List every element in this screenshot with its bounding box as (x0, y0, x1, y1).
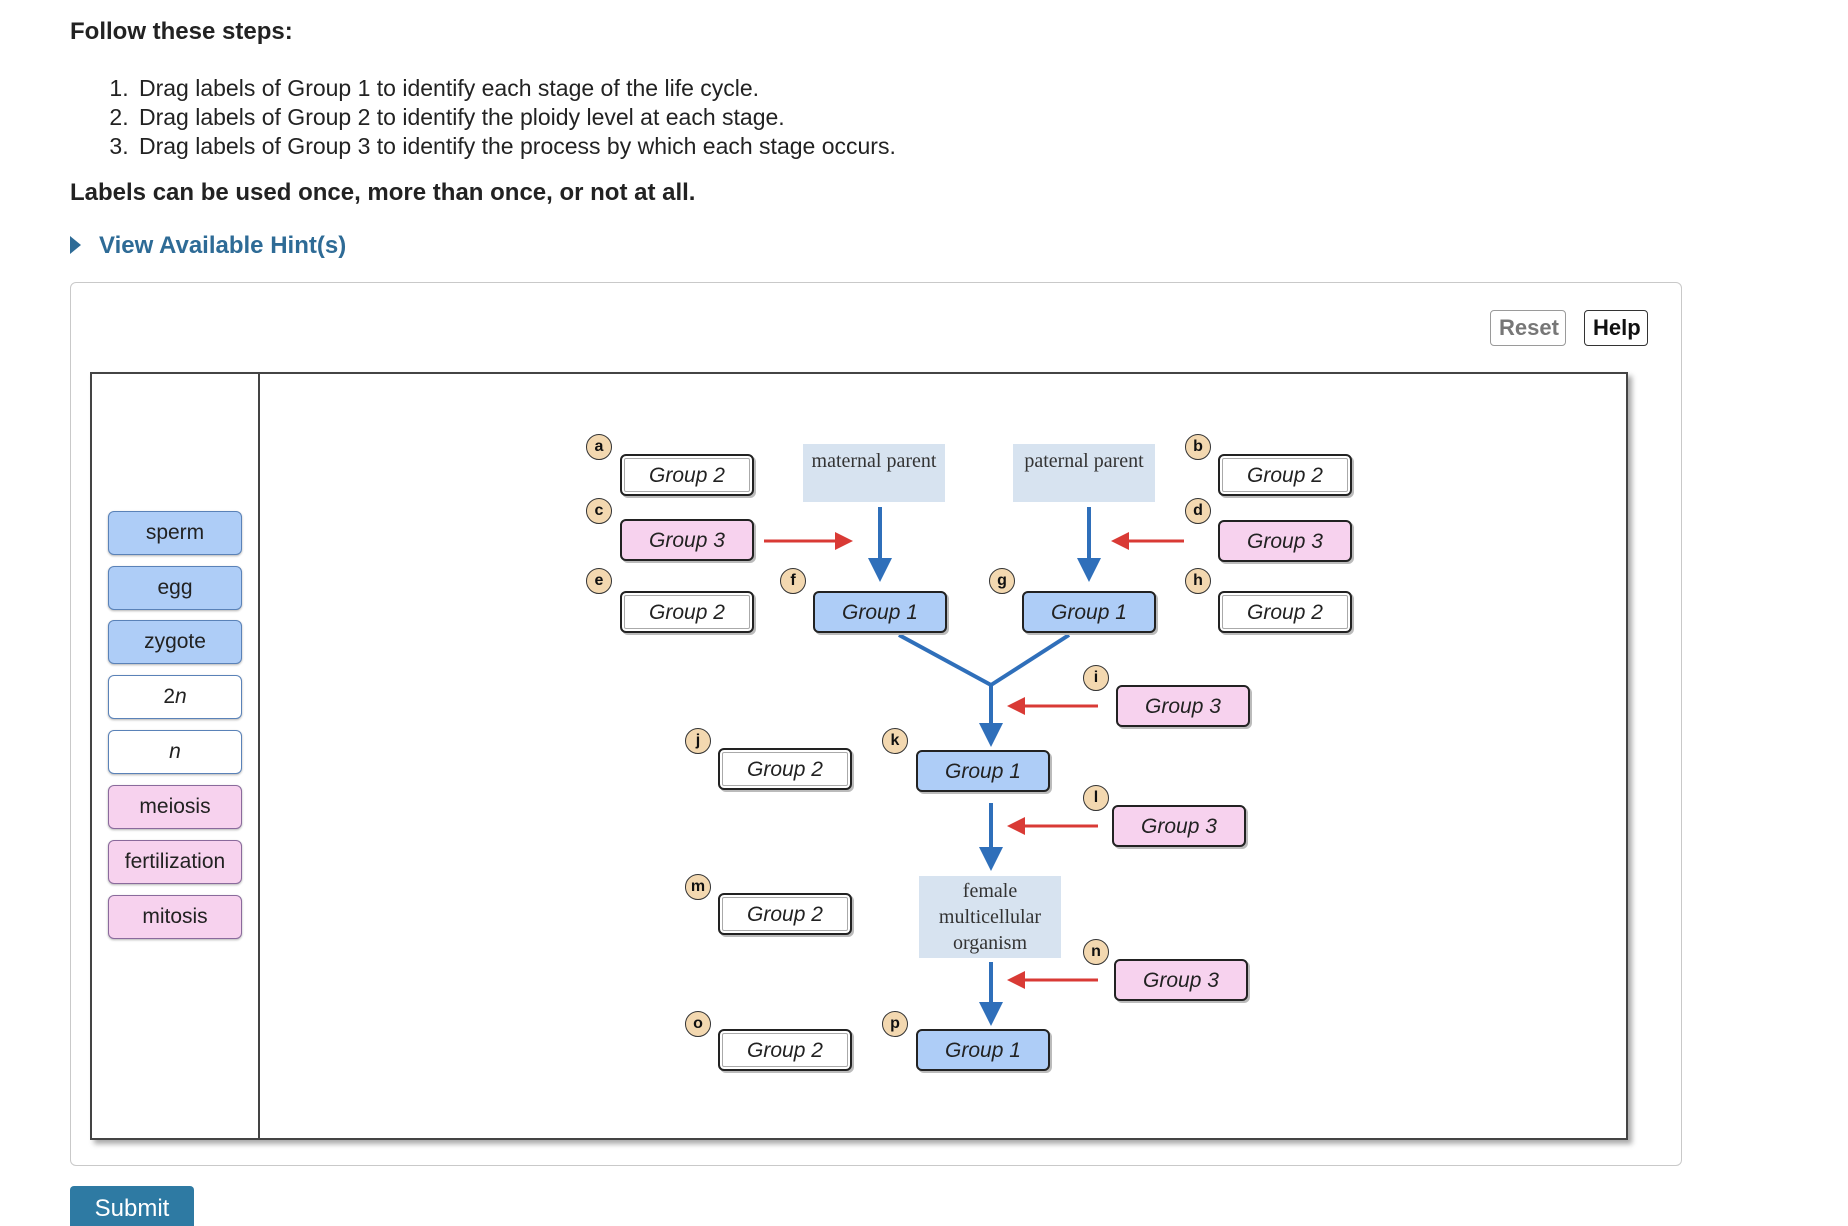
steps-list: Drag labels of Group 1 to identify each … (70, 74, 1570, 161)
target-e[interactable]: Group 2 (620, 591, 754, 633)
target-i[interactable]: Group 3 (1116, 685, 1250, 727)
target-j[interactable]: Group 2 (718, 748, 852, 790)
target-l[interactable]: Group 3 (1112, 805, 1246, 847)
target-m[interactable]: Group 2 (718, 893, 852, 935)
target-b[interactable]: Group 2 (1218, 454, 1352, 496)
badge-f: f (780, 568, 806, 594)
target-g[interactable]: Group 1 (1022, 591, 1156, 633)
target-n[interactable]: Group 3 (1114, 959, 1248, 1001)
badge-a: a (586, 434, 612, 460)
usage-note: Labels can be used once, more than once,… (70, 179, 696, 206)
badge-j: j (685, 728, 711, 754)
badge-k: k (882, 728, 908, 754)
badge-b: b (1185, 434, 1211, 460)
arrow-layer (764, 507, 1184, 1026)
badge-e: e (586, 568, 612, 594)
label-bank: sperm egg zygote 2n n meiosis fertilizat… (92, 374, 260, 1138)
label-sperm[interactable]: sperm (108, 511, 242, 555)
label-n[interactable]: n (108, 730, 242, 774)
target-f[interactable]: Group 1 (813, 591, 947, 633)
view-hints-link[interactable]: View Available Hint(s) (70, 231, 346, 261)
step-item: Drag labels of Group 3 to identify the p… (135, 132, 1570, 161)
submit-button[interactable]: Submit (70, 1186, 194, 1226)
stage-female-organism: female multicellular organism (919, 876, 1061, 958)
step-item: Drag labels of Group 2 to identify the p… (135, 103, 1570, 132)
badge-c: c (586, 498, 612, 524)
target-a[interactable]: Group 2 (620, 454, 754, 496)
instructions: Follow these steps: Drag labels of Group… (70, 16, 1570, 209)
caret-right-icon (70, 236, 81, 254)
badge-l: l (1083, 785, 1109, 811)
target-k[interactable]: Group 1 (916, 750, 1050, 792)
label-2n-text: 2n (163, 685, 187, 708)
drag-drop-area: sperm egg zygote 2n n meiosis fertilizat… (90, 372, 1628, 1140)
target-h[interactable]: Group 2 (1218, 591, 1352, 633)
reset-button[interactable]: Reset (1490, 310, 1566, 346)
badge-n: n (1083, 939, 1109, 965)
step-item: Drag labels of Group 1 to identify each … (135, 74, 1570, 103)
instructions-heading: Follow these steps: (70, 18, 293, 45)
badge-h: h (1185, 568, 1211, 594)
badge-i: i (1083, 665, 1109, 691)
label-zygote[interactable]: zygote (108, 620, 242, 664)
target-d[interactable]: Group 3 (1218, 520, 1352, 562)
hint-link-label: View Available Hint(s) (99, 232, 347, 259)
label-fertilization[interactable]: fertilization (108, 840, 242, 884)
merge-line-left (898, 633, 992, 687)
target-o[interactable]: Group 2 (718, 1029, 852, 1071)
label-meiosis[interactable]: meiosis (108, 785, 242, 829)
target-p[interactable]: Group 1 (916, 1029, 1050, 1071)
label-mitosis[interactable]: mitosis (108, 895, 242, 939)
badge-d: d (1185, 498, 1211, 524)
life-cycle-diagram: maternal parent paternal parent female m… (260, 374, 1626, 1138)
label-egg[interactable]: egg (108, 566, 242, 610)
badge-m: m (685, 874, 711, 900)
label-2n[interactable]: 2n (108, 675, 242, 719)
badge-g: g (989, 568, 1015, 594)
stage-paternal-parent: paternal parent (1013, 444, 1155, 502)
badge-p: p (882, 1011, 908, 1037)
badge-o: o (685, 1011, 711, 1037)
stage-maternal-parent: maternal parent (803, 444, 945, 502)
target-c[interactable]: Group 3 (620, 519, 754, 561)
merge-line-right (989, 633, 1071, 687)
help-button[interactable]: Help (1584, 310, 1648, 346)
